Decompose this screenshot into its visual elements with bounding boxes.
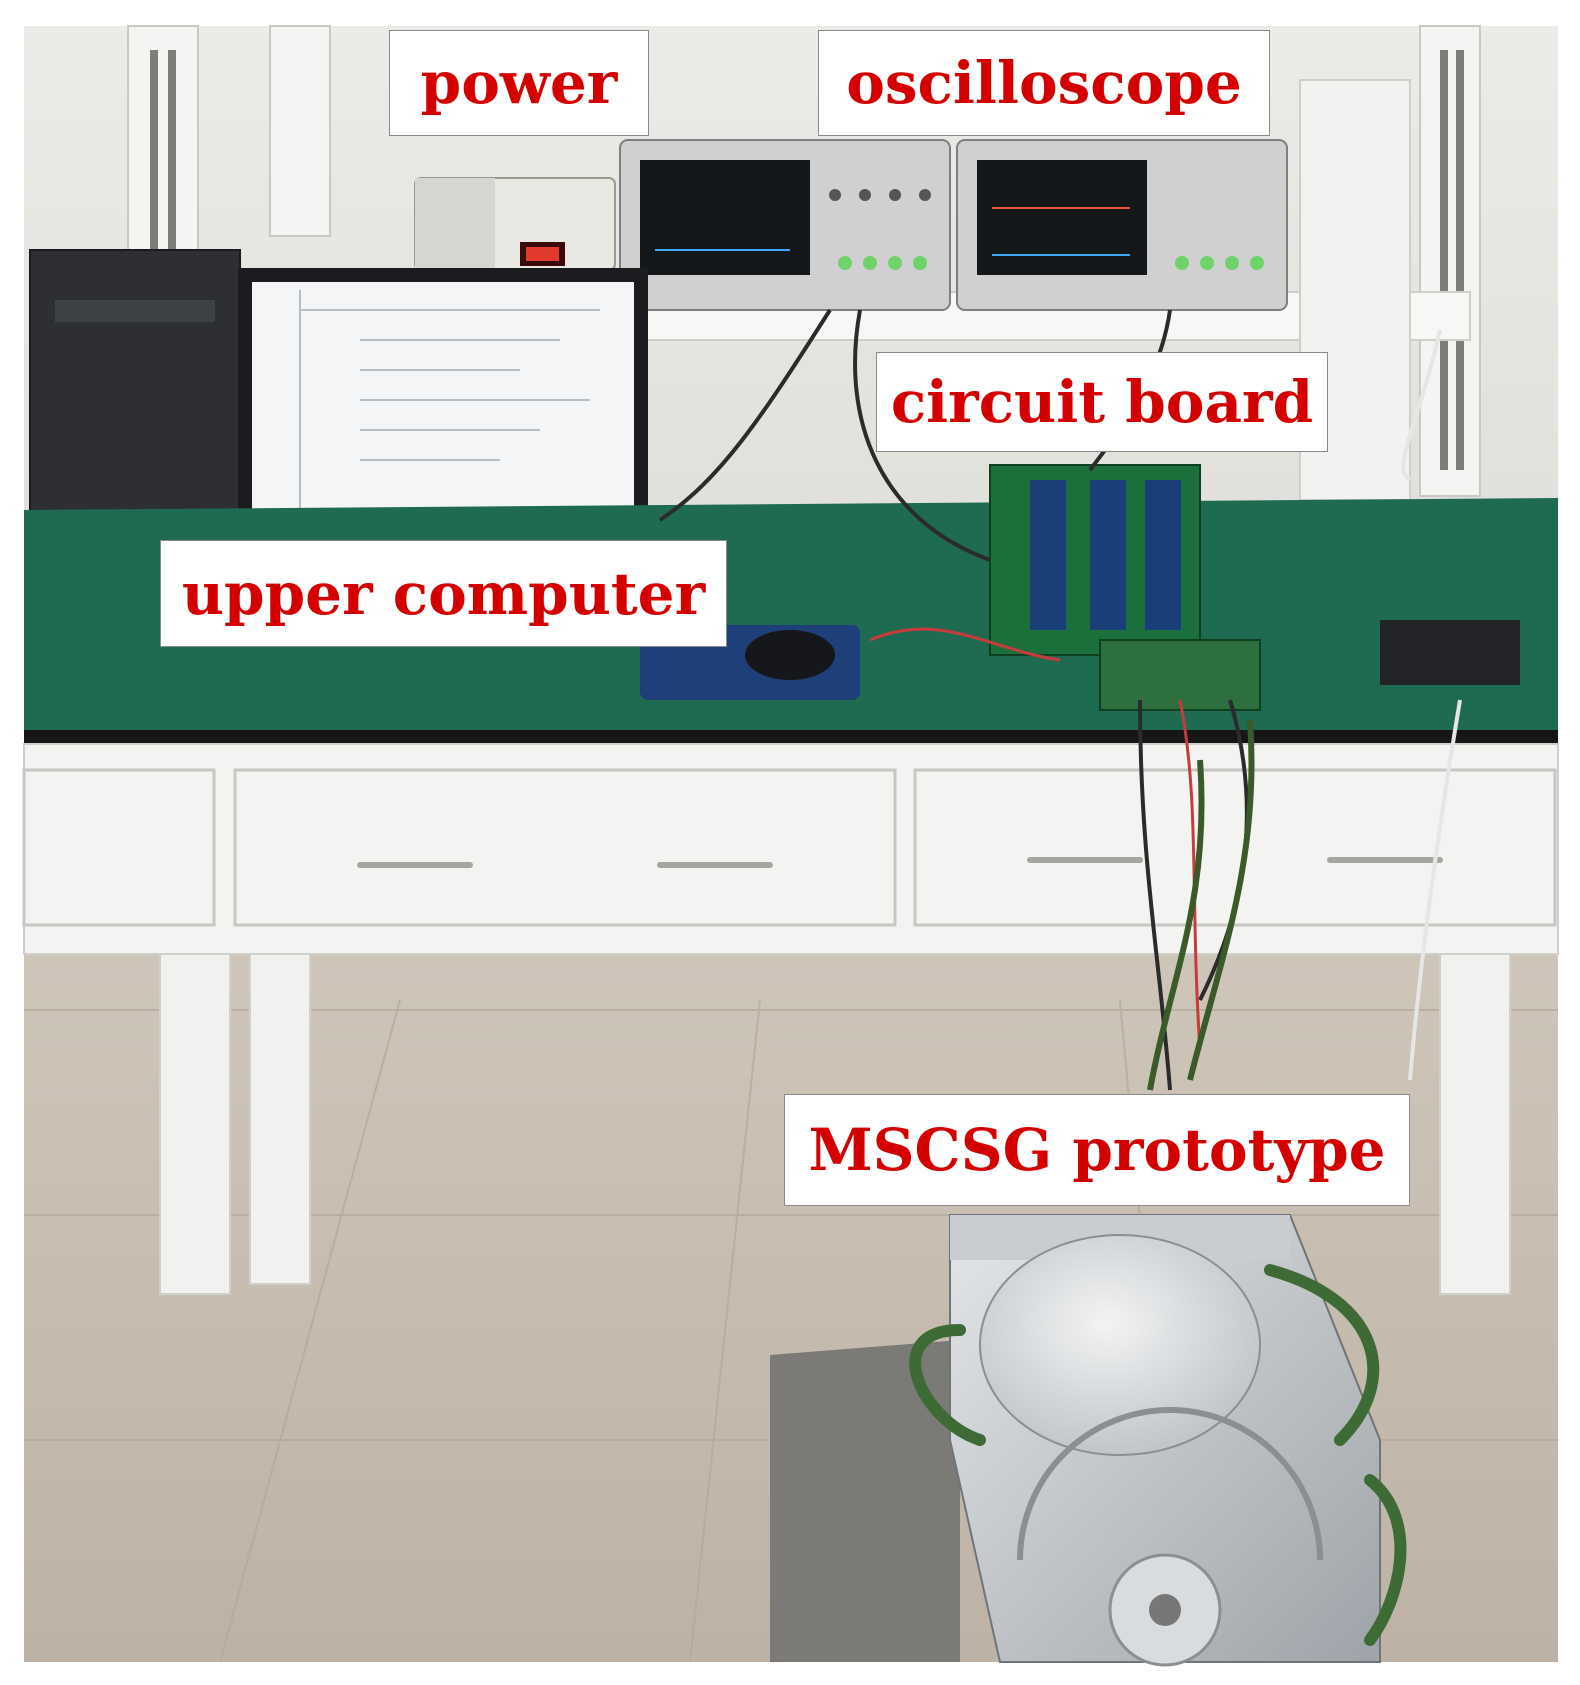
oscilloscope-label: oscilloscope [818, 30, 1270, 136]
monitor [238, 268, 648, 538]
power-supply [414, 177, 616, 271]
photo-area [22, 25, 1559, 1667]
circuit-board-label: circuit board [876, 352, 1328, 452]
oscilloscope-left [619, 139, 951, 311]
circuit-boards [989, 464, 1261, 711]
mscsg-prototype-device [949, 1214, 1381, 1667]
mscsg-prototype-label: MSCSG prototype [784, 1094, 1410, 1206]
oscilloscope-right [956, 139, 1288, 311]
power-label: power [389, 30, 649, 136]
upper-computer-label: upper computer [160, 540, 727, 647]
